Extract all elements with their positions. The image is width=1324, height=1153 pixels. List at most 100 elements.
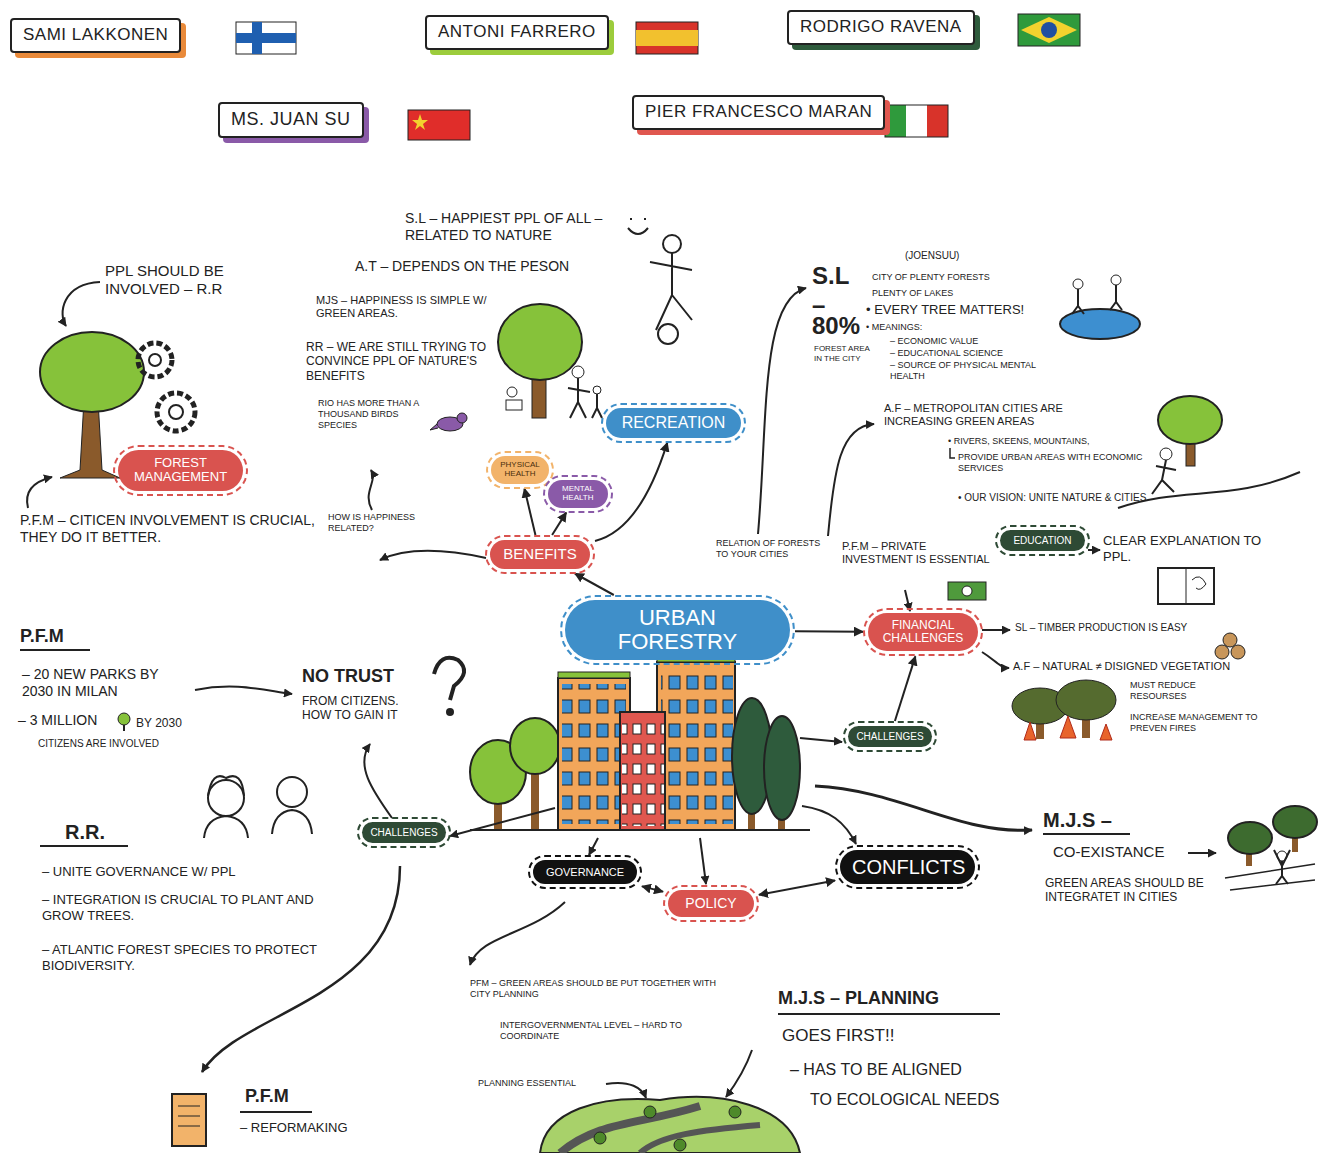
timber-logs [1215, 645, 1229, 659]
forest-fire [1012, 680, 1116, 740]
tree-icon [118, 713, 130, 725]
flag-spain [636, 30, 698, 46]
leader-arrow [606, 1083, 646, 1098]
note-text: RR – WE ARE STILL TRYING TO CONVINCE PPL… [306, 340, 501, 383]
note-text: PROVIDE URBAN AREAS WITH ECONOMIC SERVIC… [958, 452, 1148, 474]
connector-arrow [795, 630, 863, 633]
park-scene [1274, 850, 1290, 884]
lake-people [1111, 275, 1121, 285]
node-text: CHALLENGES [854, 731, 926, 742]
ball-player [650, 235, 692, 344]
node-text: EDUCATION [1006, 535, 1079, 546]
note-text: – ATLANTIC FOREST SPECIES TO PROTECT BIO… [42, 942, 342, 973]
tree-family [507, 387, 517, 397]
timber-logs [1223, 633, 1237, 647]
note-text: • RIVERS, SKEENS, MOUNTAINS, [948, 436, 1148, 447]
topic-bubble: CHALLENGES [362, 822, 446, 843]
topic-bubble: BENEFITS [490, 540, 590, 569]
city-map [640, 1125, 760, 1153]
city-illustration [558, 672, 630, 678]
note-text: PPL SHOULD BE INVOLVED – R.R [105, 262, 285, 298]
node-text: URBAN FORESTRY [577, 606, 778, 654]
flag-finland [236, 33, 296, 43]
note-text: P.F.M [245, 1086, 315, 1108]
flag-brazil [1018, 14, 1080, 46]
leader-arrow [450, 808, 555, 836]
question-mark [446, 708, 454, 716]
note-text: PLENTY OF LAKES [872, 288, 992, 299]
note-text: P.F.M – PRIVATE INVESTMENT IS ESSENTIAL [842, 540, 992, 566]
city-illustration [562, 684, 626, 824]
connector-arrow [575, 574, 614, 596]
flag-italy [885, 105, 948, 137]
leader-arrow [364, 744, 392, 818]
book [1158, 568, 1214, 604]
note-text: – EDUCATIONAL SCIENCE [890, 348, 1040, 359]
leader-arrow [758, 288, 806, 534]
flag-spain [636, 22, 698, 54]
scroll [178, 1106, 200, 1126]
leader-arrow [815, 786, 1032, 830]
speaker-name-box: PIER FRANCESCO MARAN [632, 95, 885, 130]
forest-fire [1024, 716, 1112, 740]
leader-arrow [726, 1050, 752, 1097]
lake-people [1110, 285, 1122, 310]
tree-family [593, 386, 601, 394]
node-text: MENTAL HEALTH [554, 485, 602, 503]
node-text: FINANCIAL CHALLENGES [880, 619, 966, 645]
leader-arrow [802, 806, 856, 844]
leader-arrow [369, 470, 373, 510]
tree-gears [157, 393, 195, 431]
note-text: MJS – HAPPINESS IS SIMPLE W/ GREEN AREAS… [316, 294, 506, 320]
connector-arrow [642, 886, 663, 891]
park-scene [1225, 806, 1317, 890]
leader-arrow [380, 551, 486, 560]
leader-arrow [27, 477, 52, 508]
tree-family [498, 304, 602, 418]
leader-arrow [1088, 549, 1100, 551]
scroll [172, 1094, 206, 1146]
tree-icon [123, 725, 125, 731]
note-text: • OUR VISION: UNITE NATURE & CITIES [958, 492, 1168, 504]
leader-arrow [195, 687, 292, 694]
money-bill [948, 582, 986, 600]
faces [277, 777, 307, 807]
leader-arrow [63, 282, 100, 326]
book [1186, 568, 1206, 604]
node-text: RODRIGO RAVENA [800, 18, 962, 37]
leader-arrow [828, 424, 874, 536]
note-text: • EVERY TREE MATTERS! [866, 302, 1051, 318]
speaker-name-box: ANTONI FARRERO [425, 15, 609, 50]
ball-player [650, 253, 692, 330]
tree-gears [40, 332, 144, 412]
flag-china [408, 110, 470, 140]
topic-bubble: URBAN FORESTRY [565, 600, 790, 660]
note-text: S.L – HAPPIEST PPL OF ALL – RELATED TO N… [405, 210, 630, 244]
note-text: P.F.M [20, 626, 100, 648]
note-text: – ECONOMIC VALUE [890, 336, 1040, 347]
underline [20, 649, 90, 651]
node-text: CHALLENGES [368, 827, 440, 838]
flag-finland [236, 22, 296, 54]
flag-brazil [1021, 17, 1077, 43]
city-illustration [620, 712, 665, 830]
tree-family [498, 304, 582, 380]
bird [430, 424, 438, 430]
flag-italy [885, 105, 906, 137]
flag-brazil [1018, 14, 1080, 46]
ball-player [663, 235, 681, 253]
tree-gears [138, 343, 172, 377]
money-bill [962, 586, 972, 596]
note-text: CITY OF PLENTY FORESTS [872, 272, 1012, 283]
question-mark [434, 658, 464, 716]
note-text: – 20 NEW PARKS BY 2030 IN MILAN [22, 666, 192, 700]
city-map [674, 1139, 686, 1151]
node-text: PIER FRANCESCO MARAN [645, 103, 872, 122]
faces [208, 776, 244, 796]
note-text: CO-EXISTANCE [1053, 843, 1183, 861]
park-scene [1228, 822, 1272, 854]
leader-arrow [982, 629, 1010, 631]
city-map [729, 1106, 741, 1118]
timber-logs [1231, 645, 1245, 659]
